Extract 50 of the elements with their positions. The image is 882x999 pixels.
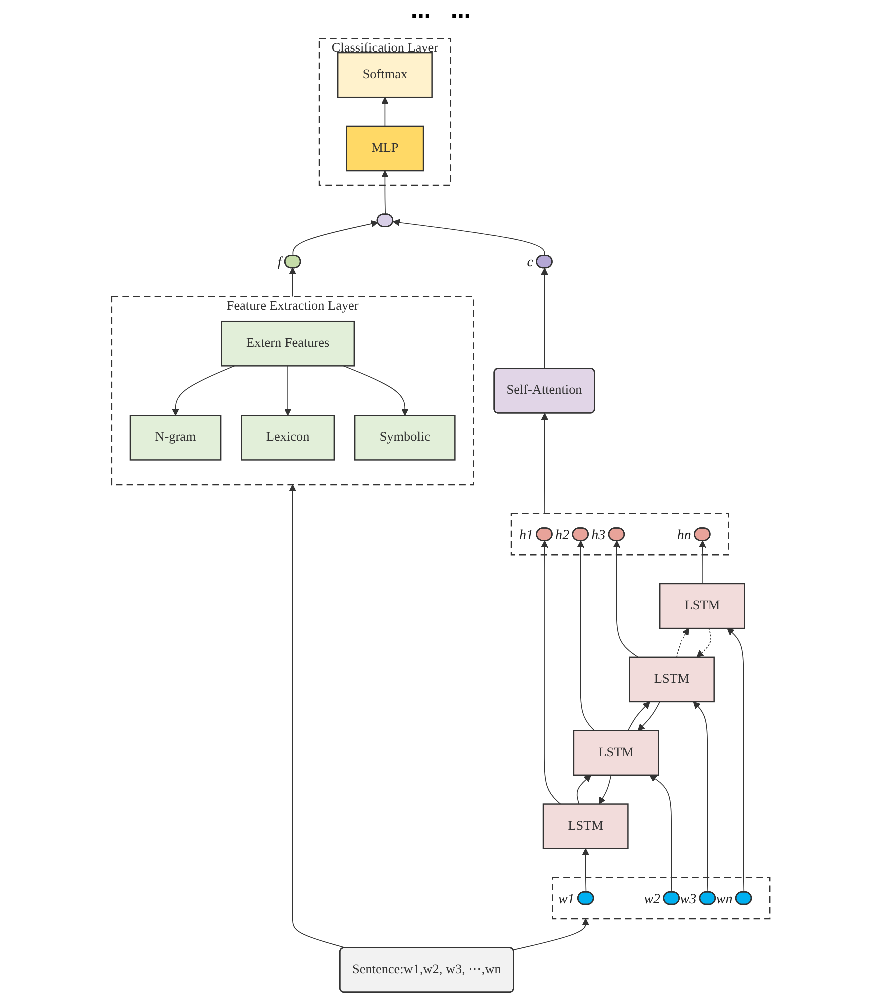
arrow: [289, 268, 296, 298]
cluster: [552, 877, 771, 920]
arrow: [541, 540, 562, 805]
vector-label: f: [278, 256, 282, 271]
arrow: [650, 775, 672, 893]
node-box: LSTM: [573, 730, 660, 776]
arrow: [343, 366, 409, 416]
vector-label: w2: [644, 892, 661, 908]
vector-label: w3: [680, 892, 697, 908]
vector-label: h2: [556, 528, 570, 544]
arrow: [696, 628, 712, 658]
ellipsis-text: ⋯: [411, 4, 431, 28]
arrow: [613, 540, 639, 658]
vector-label: wn: [716, 892, 733, 908]
node-box: LSTM: [659, 583, 746, 630]
arrow: [582, 848, 590, 893]
node-box: N-gram: [130, 415, 222, 461]
arrow: [693, 702, 709, 893]
node-box: LSTM: [629, 656, 715, 703]
vector-label: w1: [558, 892, 575, 908]
vector-label: h1: [519, 528, 534, 544]
arrow: [382, 97, 389, 127]
arrow: [292, 220, 378, 256]
node-box: Softmax: [337, 52, 433, 98]
arrow: [541, 268, 548, 370]
arrow: [577, 540, 596, 732]
arrow: [699, 540, 706, 584]
arrow: [638, 702, 661, 732]
arrow: [727, 628, 745, 893]
vector-label: h3: [592, 528, 606, 544]
node-box: Lexicon: [241, 415, 336, 461]
arrow: [676, 628, 690, 658]
arrow: [284, 366, 292, 416]
arrow: [576, 775, 592, 805]
arrow: [599, 774, 612, 805]
arrow: [513, 918, 590, 950]
vector-label: hn: [677, 528, 692, 544]
arrow: [289, 484, 346, 948]
node-box: Symbolic: [354, 415, 456, 461]
node-box: MLP: [346, 126, 424, 172]
arrow: [541, 413, 549, 514]
node-box: LSTM: [542, 804, 629, 850]
vector-label: c: [527, 256, 534, 271]
cluster: [510, 513, 730, 556]
ellipsis-text: ⋯: [451, 4, 471, 28]
arrow: [172, 366, 236, 416]
arrow: [392, 219, 546, 256]
arrow: [382, 170, 389, 216]
node-box: Extern Features: [221, 320, 356, 367]
arrow: [628, 702, 650, 732]
